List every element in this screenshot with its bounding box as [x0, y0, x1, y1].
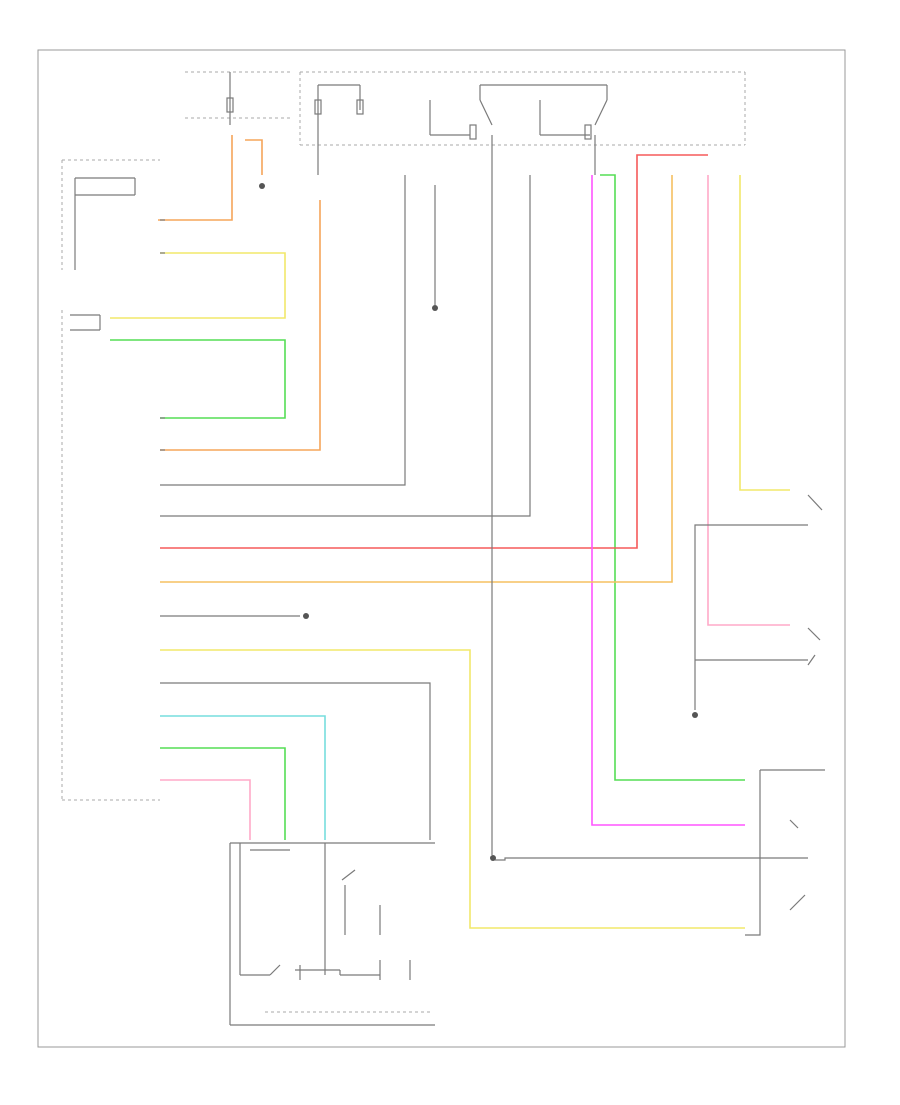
wire-black: [160, 175, 825, 936]
ground-point-5: [259, 183, 265, 189]
fuse-block-top: [185, 71, 746, 175]
right-switches: [789, 494, 823, 911]
wire-orange-battery: [158, 135, 321, 451]
ground-point-3: [490, 855, 496, 861]
connector-stubs: [160, 219, 165, 451]
diagram-frame: [37, 49, 846, 1048]
wire-cyan: [160, 715, 326, 840]
wire-yellow: [110, 175, 790, 929]
ground-point-2: [692, 712, 698, 718]
wire-tan: [160, 175, 673, 583]
ground-point-1: [432, 305, 438, 311]
wire-green: [110, 174, 745, 840]
wire-red: [160, 154, 790, 626]
ground-point-4: [303, 613, 309, 619]
wire-magenta: [160, 175, 745, 840]
bottom-module: [229, 842, 435, 1026]
left-module-group: [61, 159, 160, 801]
